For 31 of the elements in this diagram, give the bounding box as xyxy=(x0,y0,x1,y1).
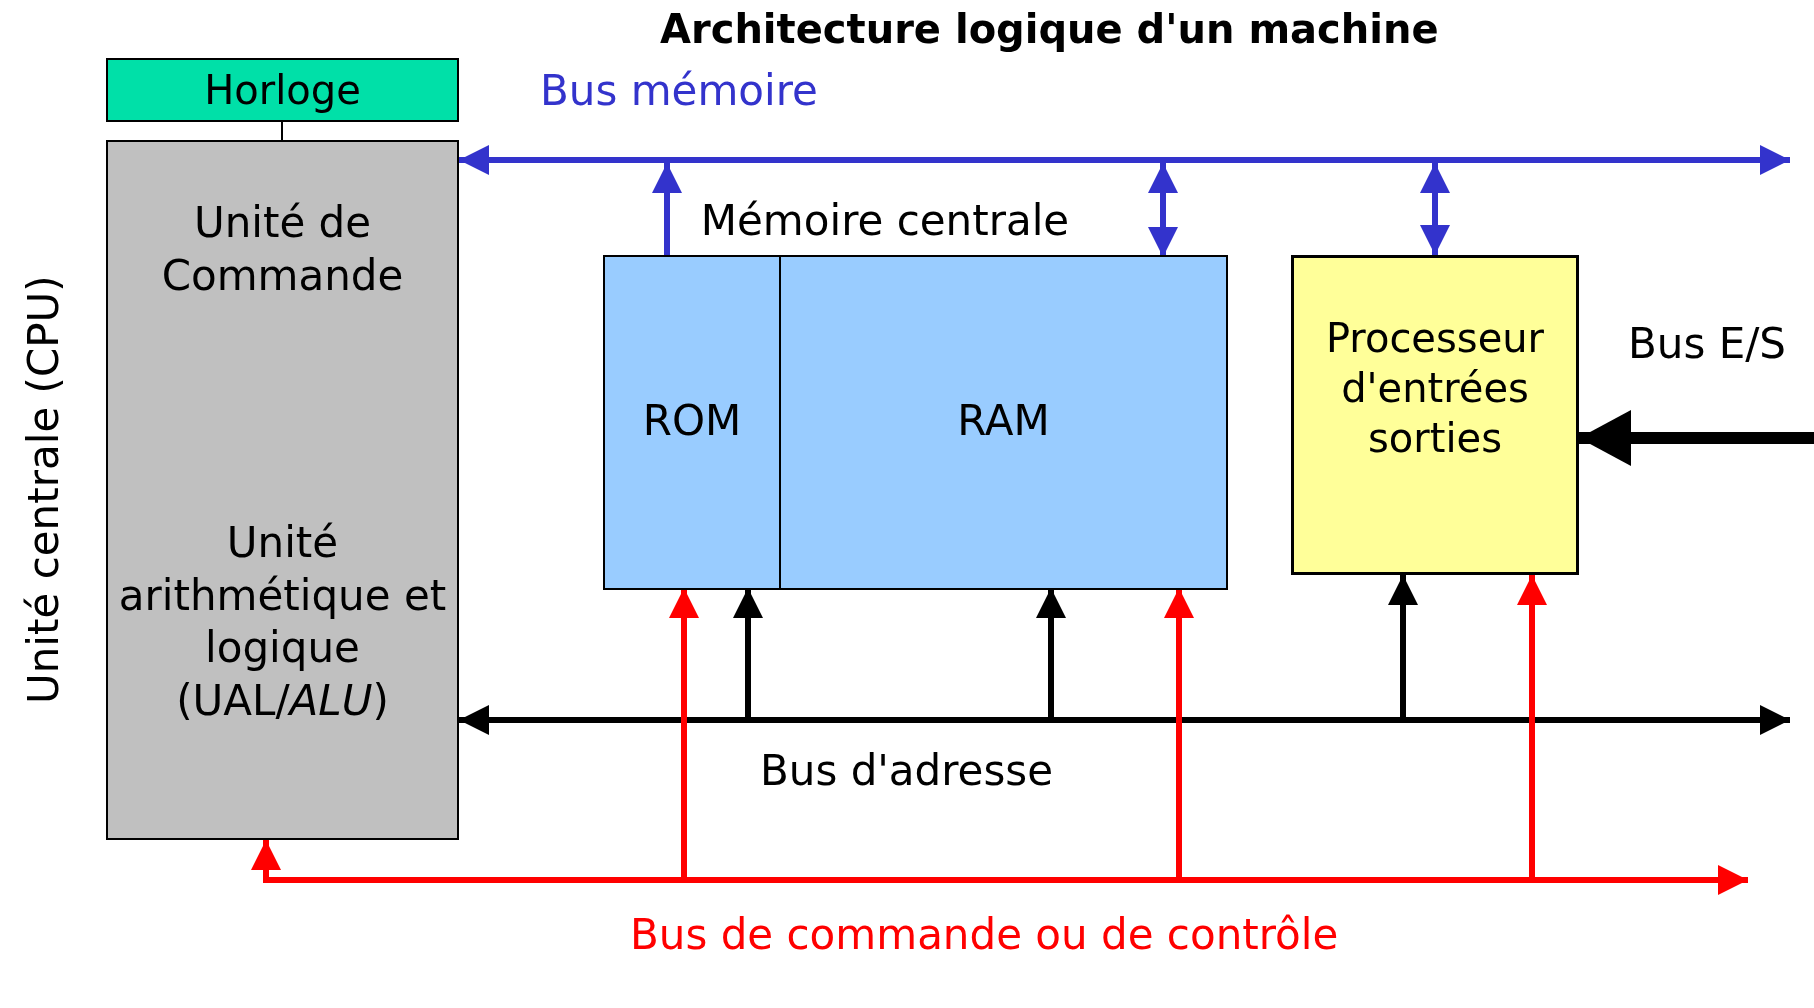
side-label: Unité centrale (CPU) xyxy=(18,274,69,707)
bus-label: Bus mémoire xyxy=(540,65,819,117)
arrow xyxy=(1160,575,1418,723)
node-label: ROM xyxy=(641,395,743,447)
arrow xyxy=(1148,163,1178,257)
arrow xyxy=(1164,588,1194,877)
arrow xyxy=(1700,865,1748,895)
bus-label: Bus de commande ou de contrôle xyxy=(630,909,1340,961)
arrow xyxy=(1517,575,1547,877)
arrow xyxy=(251,840,300,883)
arrow xyxy=(1036,588,1066,717)
arrow xyxy=(1420,163,1450,255)
arrow xyxy=(733,588,763,717)
clock-box xyxy=(106,58,459,122)
node-label: Horloge xyxy=(203,66,362,115)
unit-label: Unité arithmétique et logique (UAL/ALU) xyxy=(117,517,448,727)
cpu-box xyxy=(106,140,459,840)
memory-heading: Mémoire centrale xyxy=(699,195,1071,247)
arrow xyxy=(669,588,699,877)
connector-line xyxy=(281,121,283,141)
io-processor-box xyxy=(1291,255,1579,575)
arrow xyxy=(1700,145,1790,175)
title: Architecture logique d'un machine xyxy=(660,5,1439,54)
arrow xyxy=(1579,410,1814,466)
arrow xyxy=(652,163,682,257)
arrow xyxy=(459,145,520,175)
arrow xyxy=(459,705,700,735)
unit-label: Unité de Commande xyxy=(160,197,405,302)
node-label: Processeur d'entrées sorties xyxy=(1324,314,1546,463)
bus-label: Bus d'adresse xyxy=(760,745,1055,797)
node-label: RAM xyxy=(956,395,1051,447)
